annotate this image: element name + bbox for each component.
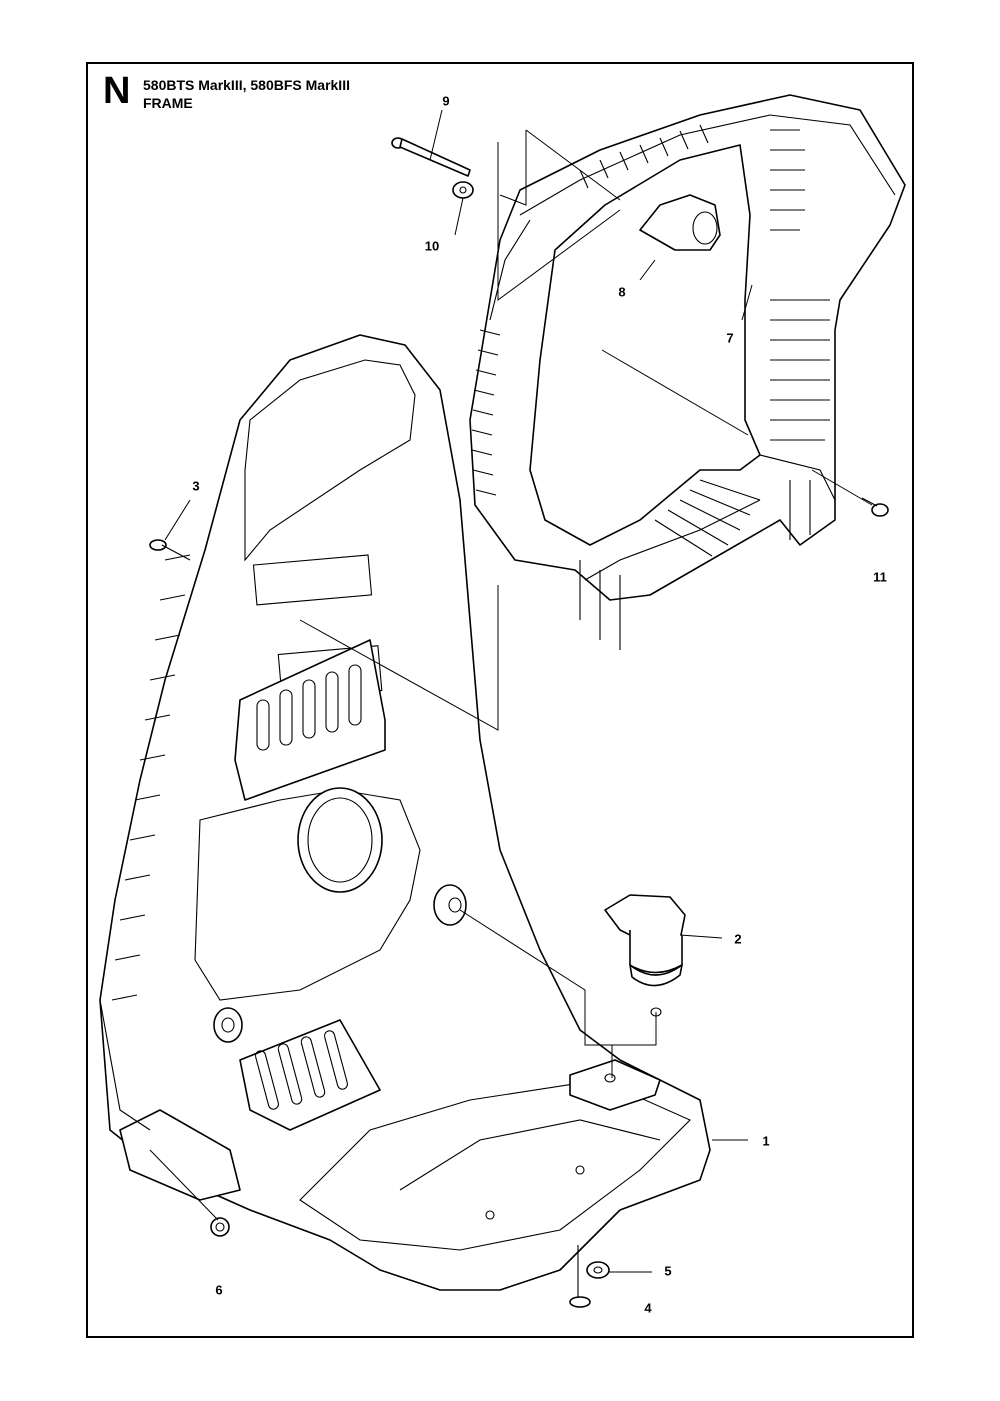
callout-4: 4 (644, 1300, 652, 1316)
model-line: 580BTS MarkIII, 580BFS MarkIII (143, 77, 350, 93)
sheet-frame (86, 62, 914, 1338)
diagram-title: FRAME (143, 95, 193, 111)
callout-6: 6 (215, 1282, 223, 1298)
callout-1: 1 (762, 1133, 770, 1149)
callout-2: 2 (734, 931, 742, 947)
part-2-rubber-pad (604, 894, 686, 1017)
part-3-screw (149, 539, 191, 561)
callout-9: 9 (442, 93, 450, 109)
part-11-screw (861, 497, 889, 517)
part-9-bolt (391, 137, 471, 177)
part-6-nut (210, 1217, 230, 1237)
part-10-washer (452, 181, 474, 199)
callout-10: 10 (424, 238, 440, 254)
callout-5: 5 (664, 1263, 672, 1279)
callout-8: 8 (618, 284, 626, 300)
callout-7: 7 (726, 330, 734, 346)
leader-lines (149, 109, 873, 1273)
part-8-rubber-boss (639, 194, 721, 251)
part-1-main-frame (99, 334, 711, 1291)
section-letter: N (103, 70, 131, 112)
part-7-upper-frame (469, 94, 906, 650)
part-5-nut (586, 1261, 610, 1279)
callout-3: 3 (192, 478, 200, 494)
callout-11: 11 (873, 569, 887, 585)
part-4-screw (569, 1245, 591, 1308)
